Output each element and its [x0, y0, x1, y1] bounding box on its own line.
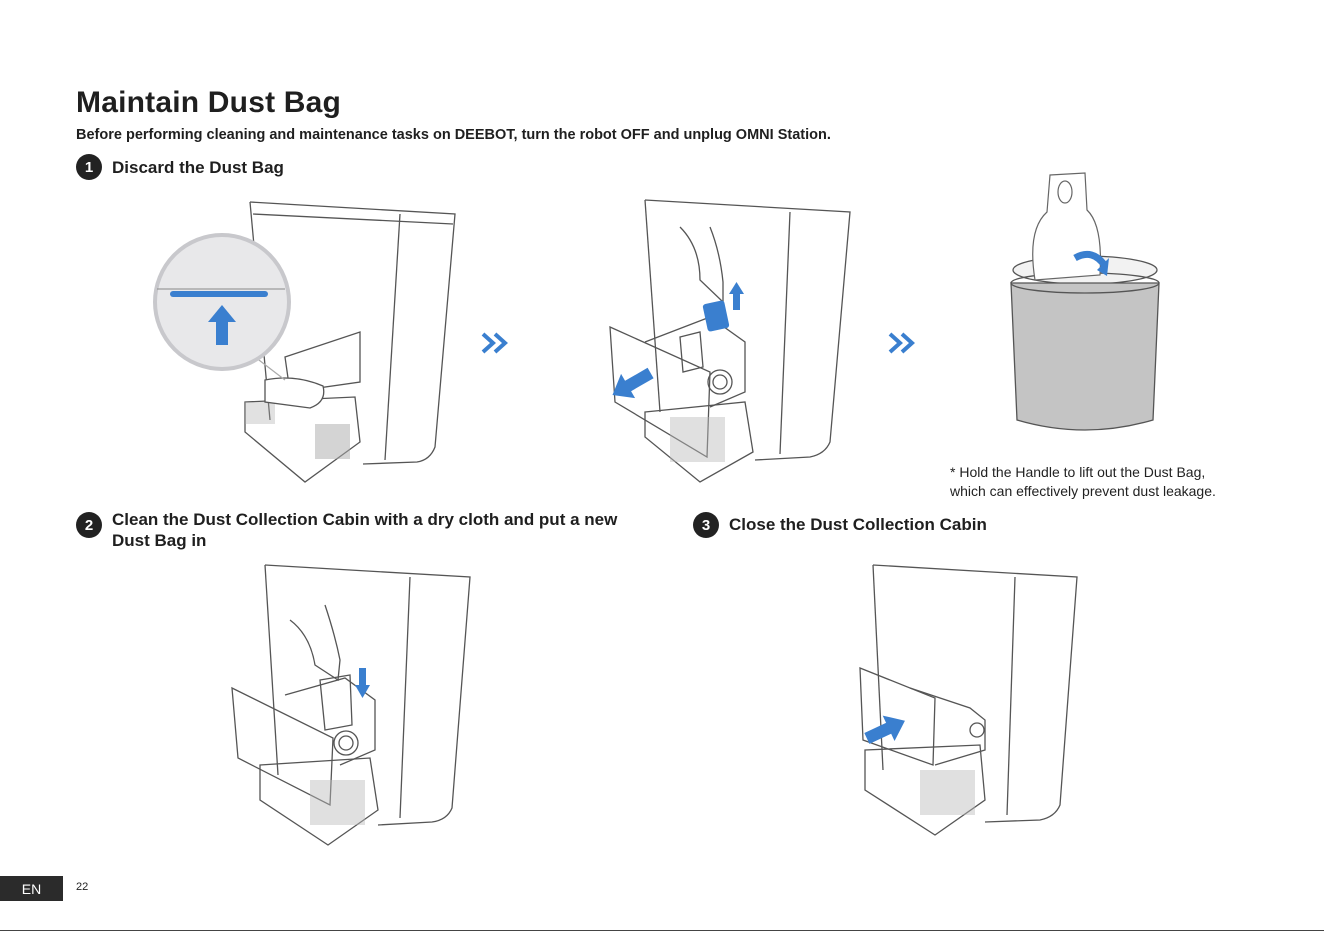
- step-1-title: Discard the Dust Bag: [112, 158, 284, 177]
- station-release-illustration: [153, 201, 456, 483]
- open-cabin-illustration: [609, 199, 851, 483]
- chevron-double-right-icon: [481, 332, 508, 354]
- insert-new-bag-illustration: [231, 564, 471, 846]
- dispose-bag-illustration: [1010, 172, 1160, 431]
- note-line-1: * Hold the Handle to lift out the Dust B…: [950, 464, 1206, 480]
- up-arrow-icon: [208, 305, 236, 345]
- page-number: 22: [76, 881, 89, 893]
- safety-subtitle: Before performing cleaning and maintenan…: [76, 127, 831, 143]
- push-arrow-icon: [864, 715, 905, 744]
- down-arrow-icon: [355, 668, 370, 698]
- bottom-rule: [0, 930, 1324, 931]
- step-1-number: 1: [76, 154, 102, 180]
- dust-bag-note: * Hold the Handle to lift out the Dust B…: [950, 463, 1260, 501]
- note-line-2: which can effectively prevent dust leaka…: [950, 483, 1216, 499]
- page-title: Maintain Dust Bag: [76, 86, 342, 119]
- step-3-number: 3: [693, 512, 719, 538]
- step-2-number: 2: [76, 512, 102, 538]
- chevron-double-right-icon: [888, 332, 915, 354]
- step-3-title: Close the Dust Collection Cabin: [729, 515, 987, 534]
- pull-arrow-icon: [612, 367, 654, 399]
- turn-arrow-icon: [1073, 250, 1108, 269]
- close-cabin-illustration: [859, 564, 1078, 836]
- up-arrow-icon: [729, 282, 744, 310]
- step-2-title: Clean the Dust Collection Cabin with a d…: [112, 510, 618, 550]
- language-tab: EN: [0, 876, 63, 901]
- magnifier-circle: [153, 233, 291, 371]
